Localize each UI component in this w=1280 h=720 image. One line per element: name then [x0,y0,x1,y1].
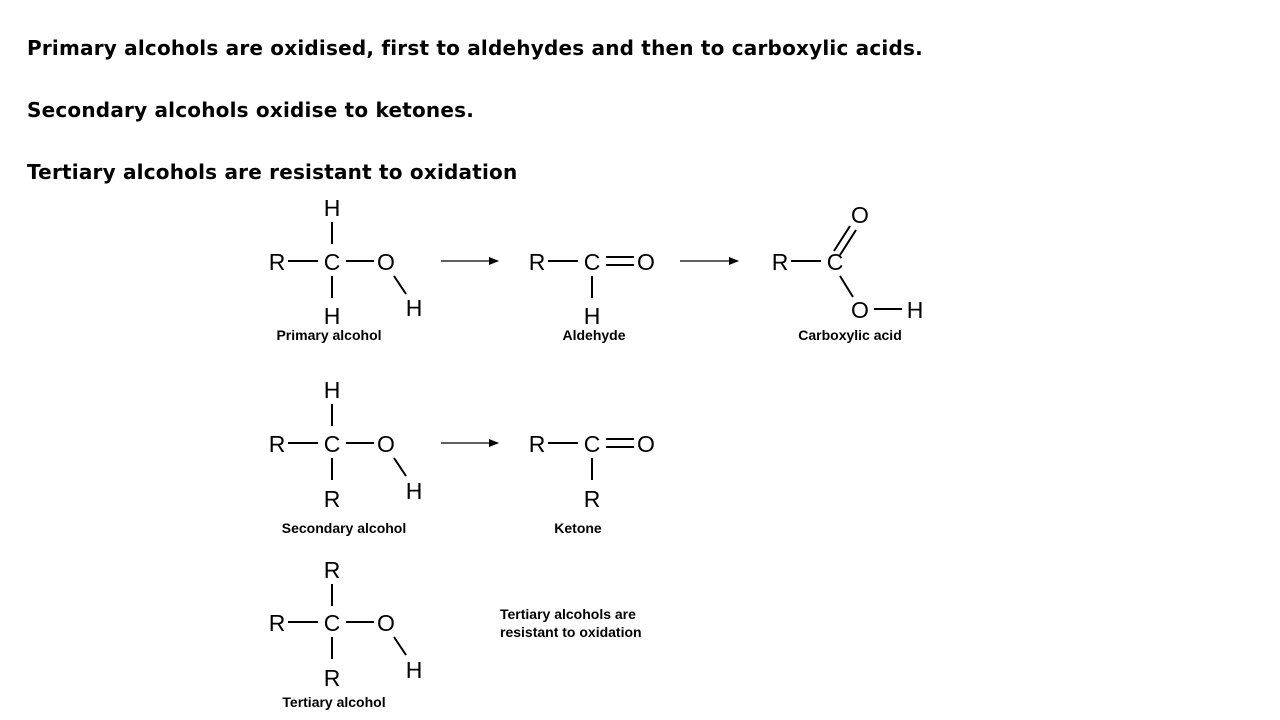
atom-c: C [324,610,341,636]
tertiary-note-line1: Tertiary alcohols are [500,606,636,622]
atom-r: R [269,249,286,275]
atom-o: O [637,431,655,457]
atom-c: C [827,249,844,275]
atom-h: H [584,303,601,329]
atom-r: R [324,557,341,583]
tertiary-note-line2: resistant to oxidation [500,624,642,640]
statement-secondary: Secondary alcohols oxidise to ketones. [27,98,475,122]
atom-o: O [851,297,869,323]
caption-tertiary-alcohol: Tertiary alcohol [282,694,385,710]
atom-c: C [584,249,601,275]
atom-h: H [907,297,924,323]
atom-r: R [529,431,546,457]
atom-r: R [324,665,341,691]
atom-h: H [406,295,423,321]
caption-carboxylic-acid: Carboxylic acid [798,327,902,343]
atom-r: R [529,249,546,275]
atom-o: O [377,431,395,457]
atom-o: O [637,249,655,275]
caption-secondary-alcohol: Secondary alcohol [282,520,406,536]
statement-tertiary: Tertiary alcohols are resistant to oxida… [27,160,518,184]
atom-o: O [377,249,395,275]
atom-c: C [324,431,341,457]
primary-alcohol-structure: H R C O H H [269,195,423,329]
carboxylic-acid-structure: O R C O H [772,202,924,323]
atom-r: R [269,431,286,457]
atom-o: O [851,202,869,228]
atom-r: R [324,486,341,512]
caption-aldehyde: Aldehyde [562,327,625,343]
secondary-alcohol-structure: H R C O R H [269,377,423,512]
ketone-structure: R C O R [529,431,655,512]
tertiary-alcohol-structure: R R C O R H [269,557,423,691]
atom-h: H [406,657,423,683]
atom-c: C [584,431,601,457]
atom-r: R [584,486,601,512]
atom-o: O [377,610,395,636]
atom-r: R [772,249,789,275]
atom-c: C [324,249,341,275]
atom-h: H [324,377,341,403]
caption-primary-alcohol: Primary alcohol [276,327,381,343]
aldehyde-structure: R C O H [529,249,655,329]
atom-h: H [324,303,341,329]
statement-primary: Primary alcohols are oxidised, first to … [27,36,923,60]
atom-r: R [269,610,286,636]
atom-h: H [406,478,423,504]
caption-ketone: Ketone [554,520,602,536]
atom-h: H [324,195,341,221]
